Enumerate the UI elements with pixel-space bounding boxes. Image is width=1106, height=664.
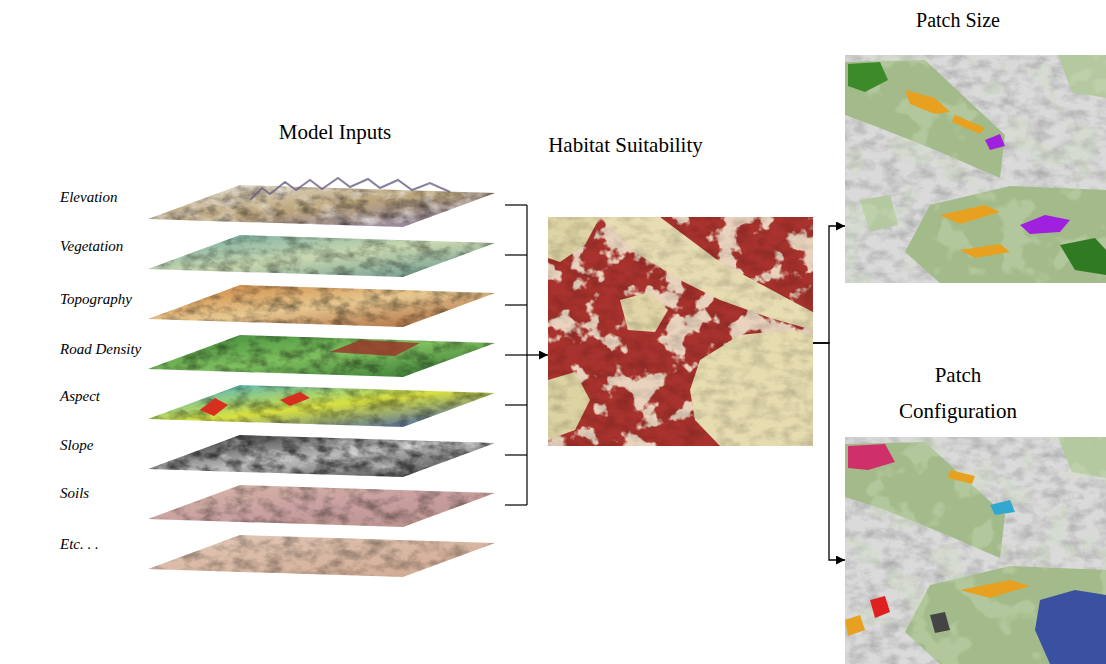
mountain-ridge — [250, 178, 450, 200]
layer-texture — [140, 380, 500, 432]
panel-heading: Patch Configuration — [883, 357, 1033, 429]
layer-name: Soils — [60, 485, 89, 502]
bracket — [505, 205, 527, 505]
map-patch — [848, 62, 888, 92]
layer-name: Etc. . . — [60, 536, 99, 553]
map-green-texture — [845, 437, 1106, 664]
layer-texture — [140, 280, 500, 332]
map-patch — [990, 500, 1015, 515]
map-patch — [845, 615, 865, 636]
layer-texture — [140, 530, 500, 582]
map-panel: Patch Configuration — [845, 357, 1106, 664]
input-layer-stack: Model Inputs — [120, 118, 527, 610]
flow-arrow — [527, 354, 548, 355]
panel-heading: Model Inputs — [235, 118, 435, 146]
map-patch — [1035, 590, 1106, 664]
bracket-tick — [505, 504, 527, 505]
map-hillshade — [845, 437, 1106, 664]
map-patch — [985, 134, 1005, 150]
layer-texture — [140, 330, 500, 382]
map-patch — [870, 596, 890, 618]
bracket-tick — [505, 454, 527, 455]
map-suitable-areas — [548, 217, 813, 446]
flow-arrow — [813, 343, 845, 560]
map-patch — [930, 612, 950, 633]
panel-heading: Patch Size — [883, 4, 1033, 36]
layer-name: Vegetation — [60, 238, 123, 255]
map-panel: Habitat Suitability — [548, 126, 813, 446]
map-panel: Patch Size — [845, 4, 1106, 283]
map-ground — [845, 55, 1106, 283]
map-patch — [1060, 238, 1106, 275]
map-texture — [548, 217, 813, 446]
bracket-tick — [505, 404, 527, 405]
layer-name: Elevation — [60, 189, 117, 206]
layer-patch — [200, 398, 228, 416]
layer-patch — [280, 392, 310, 406]
flow-arrow — [813, 226, 845, 343]
bracket-tick — [505, 254, 527, 255]
layer-texture — [140, 430, 500, 482]
map-patch — [905, 90, 950, 114]
map-ground — [548, 217, 813, 446]
habitat-map — [548, 217, 813, 446]
layer-texture — [140, 230, 500, 282]
panel-heading: Habitat Suitability — [548, 126, 703, 165]
map-patch — [960, 580, 1030, 598]
layer-name: Road Density — [60, 341, 141, 358]
map-patch — [1020, 215, 1070, 234]
map-patch — [940, 205, 1000, 224]
patch-configuration-map — [845, 437, 1106, 664]
layer-patch — [330, 340, 420, 356]
patch-size-map — [845, 55, 1106, 283]
layer-name: Slope — [60, 437, 93, 454]
map-ground — [845, 437, 1106, 664]
bracket-tick — [505, 204, 527, 205]
layer-texture — [140, 480, 500, 532]
layer-name: Topography — [60, 291, 132, 308]
map-green-texture — [845, 55, 1106, 283]
map-hillshade — [845, 55, 1106, 283]
layer-texture — [140, 430, 500, 482]
map-patch — [960, 244, 1010, 258]
layer-stack — [140, 178, 500, 582]
map-patch — [948, 470, 975, 484]
map-patch — [952, 115, 985, 134]
layer-name: Aspect — [60, 388, 100, 405]
bracket-tick — [505, 354, 527, 355]
map-patch — [848, 444, 895, 470]
bracket-tick — [505, 304, 527, 305]
